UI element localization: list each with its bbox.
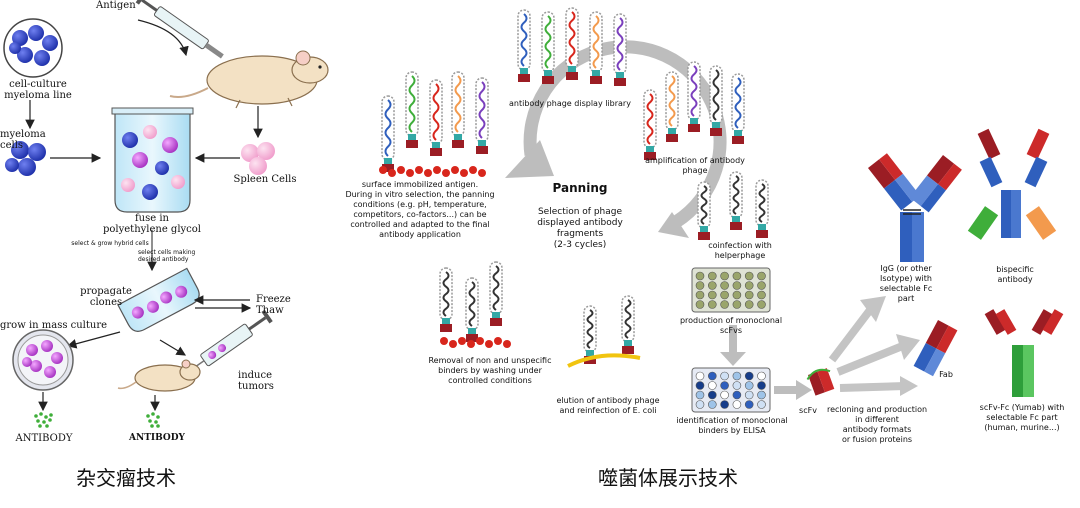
phage-icon — [643, 89, 657, 160]
grow-mass-label: grow in mass culture — [0, 320, 108, 331]
propagate-label: propagate clones — [80, 286, 132, 308]
phage-icon — [475, 77, 489, 154]
format-arrows — [828, 296, 920, 396]
fuse-label: fuse in polyethylene glycol — [102, 213, 202, 235]
myeloma-cells — [5, 141, 46, 176]
mouse-icon — [117, 359, 201, 392]
antibody-dots-right — [146, 412, 160, 428]
panning-subtitle: Selection of phage displayed antibody fr… — [537, 207, 623, 250]
phage-icon — [565, 7, 579, 80]
phage-panel — [379, 7, 1064, 413]
phage-icon — [665, 71, 679, 142]
thaw-label: Thaw — [256, 305, 284, 316]
phage-icon — [731, 73, 745, 144]
amplification-label: amplification of antibody phage — [645, 156, 745, 175]
culture-tube-icon — [117, 267, 200, 332]
phage-icon — [451, 71, 465, 148]
antibody-icon — [984, 309, 1064, 397]
antibody-label-left: ANTIBODY — [15, 433, 73, 444]
phage-icon — [621, 295, 635, 354]
petri-dish-icon — [12, 329, 74, 391]
phage-icon — [709, 65, 723, 136]
production-label: production of monoclonal scFvs — [679, 316, 783, 335]
freeze-label: Freeze — [256, 294, 291, 305]
recloning-label: recloning and production in different an… — [826, 405, 928, 444]
fab-label: Fab — [939, 370, 953, 379]
phage-icon — [729, 171, 743, 230]
antibody-icon — [967, 128, 1057, 240]
library-label: antibody phage display library — [509, 99, 631, 108]
induce-tumors-label: induce tumors — [238, 370, 274, 392]
igg-label: IgG (or other Isotype) with selectable F… — [879, 264, 933, 303]
phage-icon — [429, 79, 443, 156]
phage-icon — [489, 261, 503, 326]
select-making-label: select cells making desired antibody — [138, 249, 196, 263]
well-plate-icon — [691, 367, 771, 413]
phage-icon — [465, 277, 479, 342]
phage-icon — [439, 267, 453, 332]
scfv-icon — [806, 368, 835, 396]
hybridoma-panel — [3, 0, 329, 428]
antigen-surface — [379, 166, 486, 177]
scfv-label: scFv — [799, 406, 817, 415]
caption-phage-display: 噬菌体展示技术 — [598, 466, 738, 490]
antibody-dots-left — [34, 412, 53, 428]
bispecific-label: bispecific antibody — [996, 265, 1034, 284]
cell-culture-label: cell-culture myeloma line — [4, 79, 72, 101]
panning-title: Panning — [552, 181, 608, 195]
elution-surface — [567, 353, 641, 368]
myeloma-cells-label: myeloma cells — [0, 129, 46, 151]
phage-icon — [755, 179, 769, 238]
surface-antigen-label: surface immobilized antigen. During in v… — [345, 180, 495, 239]
identification-label: identification of monoclonal binders by … — [676, 416, 788, 435]
phage-icon — [517, 9, 531, 82]
caption-hybridoma: 杂交瘤技术 — [76, 466, 176, 490]
removal-label: Removal of non and unspecific binders by… — [428, 356, 552, 385]
phage-icon — [697, 181, 711, 240]
antibody-label-right: ANTIBODY — [129, 433, 185, 443]
spleen-cells — [241, 142, 275, 175]
mouse-icon — [169, 50, 329, 109]
phage-icon — [687, 61, 701, 132]
panning-cycle-arrow — [523, 40, 727, 228]
syringe-icon — [192, 309, 273, 370]
select-grow-label: select & grow hybrid cells — [71, 240, 149, 247]
scfv-fc-label: scFv-Fc (Yumab) with selectable Fc part … — [979, 403, 1065, 432]
well-plate-icon — [691, 267, 771, 313]
phage-icon — [405, 71, 419, 148]
panning-arrowhead — [505, 140, 554, 178]
spleen-cells-label: Spleen Cells — [233, 174, 297, 185]
phage-icon — [613, 13, 627, 86]
elution-label: elution of antibody phage and reinfectio… — [556, 396, 660, 415]
phage-icon — [541, 11, 555, 84]
culture-tube-icon — [111, 107, 194, 213]
phage-icon — [589, 11, 603, 84]
myeloma-culture-dish — [3, 18, 63, 78]
phage-icon — [583, 305, 597, 364]
syringe-icon — [135, 0, 224, 59]
antibody-icon — [913, 320, 958, 377]
phage-icon — [381, 95, 395, 172]
coinfection-label: coinfection with helperphage — [708, 241, 772, 260]
antigen-label: Antigen — [96, 0, 136, 11]
antibody-icon — [868, 153, 962, 262]
antigen-removal — [440, 337, 511, 348]
